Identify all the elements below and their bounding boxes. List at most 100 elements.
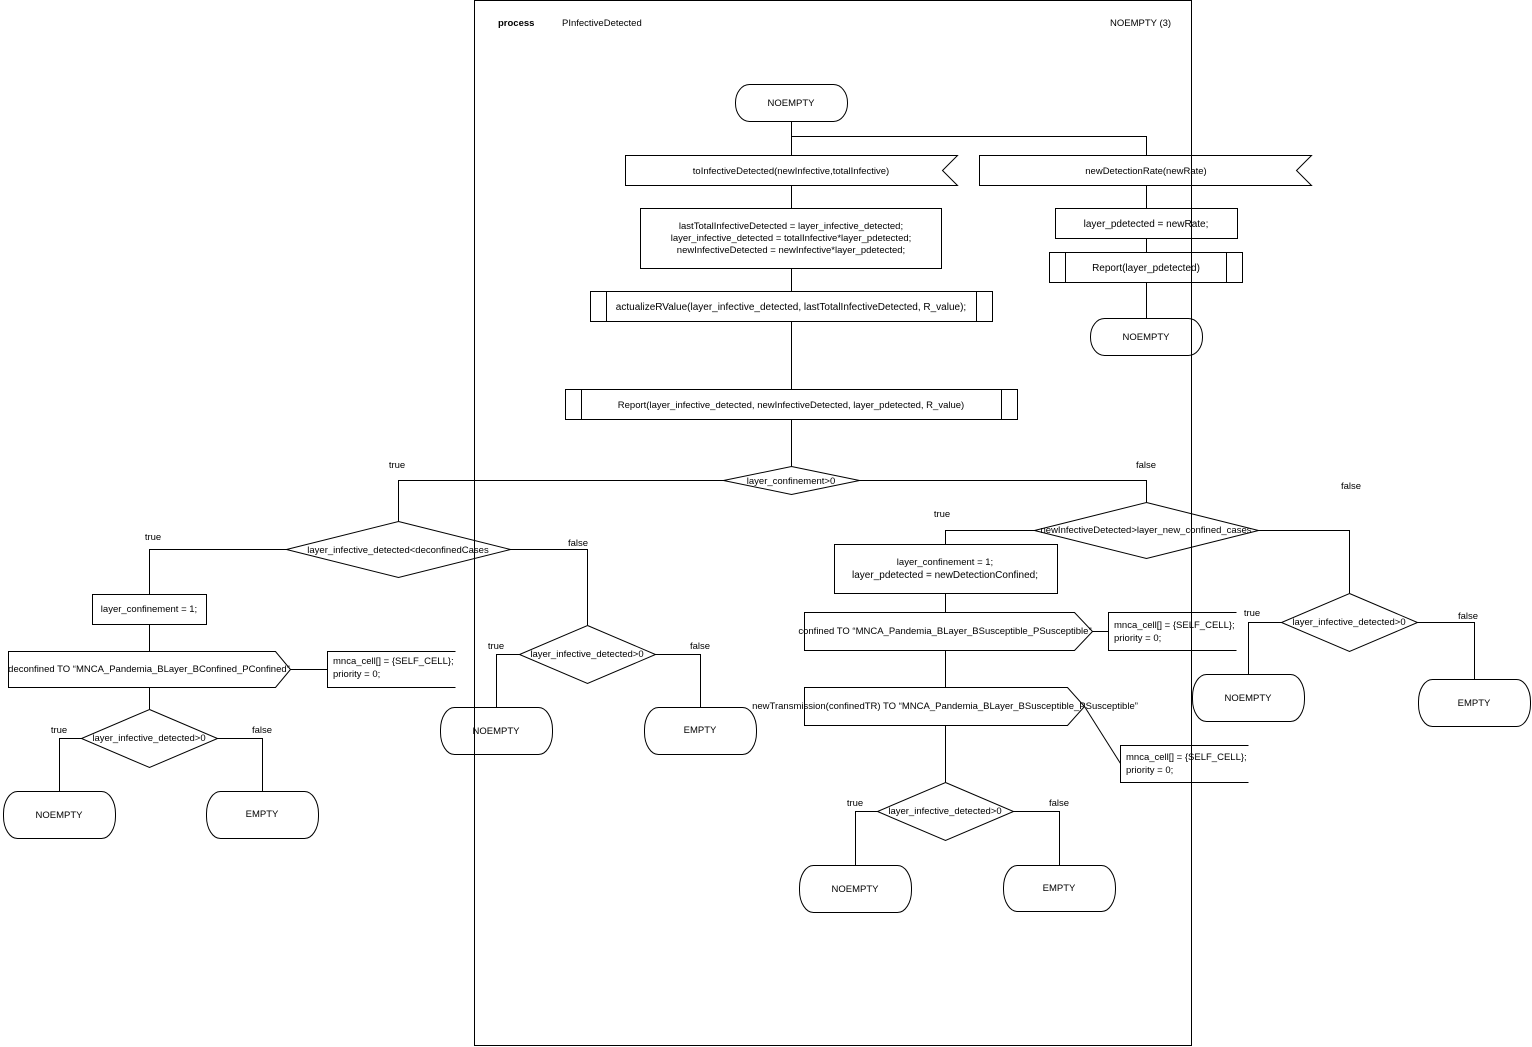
decision-new-confined-cases xyxy=(1034,501,1259,560)
branch-false-label: false xyxy=(1458,611,1478,622)
state-empty-bottom xyxy=(1003,865,1116,912)
comment-line: priority = 0; xyxy=(1114,633,1161,644)
comment-transmission xyxy=(1120,745,1249,783)
state-noempty-middle-label: NOEMPTY xyxy=(473,726,521,737)
start-state-label: NOEMPTY xyxy=(768,98,816,109)
comment-line: mnca_cell[] = {SELF_CELL}; xyxy=(333,656,454,667)
branch-true-connector xyxy=(855,811,878,865)
state-noempty-bottom xyxy=(799,865,912,913)
branch-false-connector xyxy=(1013,811,1060,865)
input-signal-infective xyxy=(625,155,959,186)
branch-false-label: false xyxy=(252,725,272,736)
branch-true-connector xyxy=(59,738,82,791)
procedure-call-bars xyxy=(581,389,1002,420)
branch-true-connector xyxy=(496,654,520,707)
branch-false-connector xyxy=(1258,530,1350,593)
task-confinement-detection-line: layer_pdetected = newDetectionConfined; xyxy=(852,570,1038,581)
procedure-call-bars xyxy=(606,291,977,322)
state-empty-left xyxy=(206,791,319,839)
task-confinement-label: layer_confinement = 1; xyxy=(101,604,197,615)
input-signal-rate xyxy=(979,155,1313,186)
branch-true-label: true xyxy=(488,641,504,652)
output-signal-deconfined xyxy=(8,651,292,688)
decision-detected-right xyxy=(1280,592,1419,653)
process-frame xyxy=(474,0,1192,1046)
decision-detected-middle-label: layer_infective_detected>0 xyxy=(530,649,643,660)
output-signal-transmission-label: newTransmission(confinedTR) TO “MNCA_Pan… xyxy=(752,701,1138,712)
branch-true-label: true xyxy=(847,798,863,809)
input-signal-rate-label: newDetectionRate(newRate) xyxy=(1085,166,1206,177)
branch-false-connector xyxy=(217,738,263,791)
branch-true-connector xyxy=(945,530,1035,544)
state-noempty-bottom-label: NOEMPTY xyxy=(832,884,880,895)
decision-confinement xyxy=(723,465,860,496)
branch-false-label: false xyxy=(1049,798,1069,809)
state-empty-right xyxy=(1418,679,1531,727)
branch-true-label: true xyxy=(145,532,161,543)
input-signal-infective-label: toInfectiveDetected(newInfective,totalIn… xyxy=(693,166,889,177)
comment-line: mnca_cell[] = {SELF_CELL}; xyxy=(1126,752,1247,763)
state-noempty-middle xyxy=(440,707,553,755)
state-rate-label: NOEMPTY xyxy=(1123,332,1171,343)
state-noempty-left xyxy=(3,791,116,839)
state-noempty-left-label: NOEMPTY xyxy=(36,810,84,821)
state-empty-middle-label: EMPTY xyxy=(684,725,717,736)
process-keyword: process xyxy=(498,18,534,29)
state-empty-left-label: EMPTY xyxy=(246,809,279,820)
state-rate xyxy=(1090,318,1203,356)
branch-true-connector xyxy=(149,549,287,594)
decision-deconfined-cases-label: layer_infective_detected<deconfinedCases xyxy=(307,545,489,556)
comment-connector xyxy=(1084,706,1121,764)
task-update-line: layer_infective_detected = totalInfectiv… xyxy=(671,233,912,244)
branch-true-connector xyxy=(1248,622,1282,674)
branch-false-connector xyxy=(655,654,701,707)
task-confinement-detection-line: layer_confinement = 1; xyxy=(897,557,993,568)
state-noempty-right xyxy=(1192,674,1305,722)
branch-false-label: false xyxy=(1341,481,1361,492)
task-confinement-detection xyxy=(834,544,1058,594)
branch-false-label: false xyxy=(690,641,710,652)
output-signal-deconfined-label: deconfined TO “MNCA_Pandemia_BLayer_BCon… xyxy=(8,664,290,675)
output-signal-confined xyxy=(804,612,1094,651)
branch-false-connector xyxy=(1417,622,1475,679)
branch-false-connector xyxy=(510,549,588,625)
decision-detected-left xyxy=(80,708,219,769)
branch-false-label: false xyxy=(1136,460,1156,471)
branch-true-connector xyxy=(398,480,724,521)
branch-true-label: true xyxy=(389,460,405,471)
branch-false-label: false xyxy=(568,538,588,549)
output-signal-confined-label: confined TO “MNCA_Pandemia_BLayer_BSusce… xyxy=(798,626,1091,637)
procedure-call-bars xyxy=(1065,252,1227,283)
comment-line: priority = 0; xyxy=(1126,765,1173,776)
output-signal-transmission xyxy=(804,687,1086,726)
procedure-call-actualize-label: actualizeRValue(layer_infective_detected… xyxy=(616,302,966,313)
state-empty-right-label: EMPTY xyxy=(1458,698,1491,709)
page-label: NOEMPTY (3) xyxy=(1110,18,1171,29)
branch-false-connector xyxy=(859,480,1147,502)
decision-new-confined-cases-label: newInfectiveDetected>layer_new_confined_… xyxy=(1041,525,1252,536)
start-connector xyxy=(791,121,1147,155)
comment-line: mnca_cell[] = {SELF_CELL}; xyxy=(1114,620,1235,631)
decision-detected-middle xyxy=(518,624,657,685)
branch-true-label: true xyxy=(51,725,67,736)
decision-detected-bottom-label: layer_infective_detected>0 xyxy=(888,806,1001,817)
task-rate-label: layer_pdetected = newRate; xyxy=(1084,219,1209,230)
task-update-line: newInfectiveDetected = newInfective*laye… xyxy=(677,245,905,256)
state-noempty-right-label: NOEMPTY xyxy=(1225,693,1273,704)
comment-confined xyxy=(1108,612,1237,651)
decision-detected-right-label: layer_infective_detected>0 xyxy=(1292,617,1405,628)
state-empty-bottom-label: EMPTY xyxy=(1043,883,1076,894)
procedure-call-report-label: Report(layer_infective_detected, newInfe… xyxy=(618,400,964,411)
state-empty-middle xyxy=(644,707,757,755)
comment-deconfined xyxy=(327,651,456,688)
comment-line: priority = 0; xyxy=(333,669,380,680)
procedure-call-report-rate-label: Report(layer_pdetected) xyxy=(1092,263,1200,274)
task-update-line: lastTotalInfectiveDetected = layer_infec… xyxy=(679,221,903,232)
branch-true-label: true xyxy=(1244,608,1260,619)
decision-confinement-label: layer_confinement>0 xyxy=(747,476,835,487)
decision-deconfined-cases xyxy=(286,520,511,579)
process-name: PInfectiveDetected xyxy=(562,18,642,29)
branch-true-label: true xyxy=(934,509,950,520)
decision-detected-left-label: layer_infective_detected>0 xyxy=(92,733,205,744)
